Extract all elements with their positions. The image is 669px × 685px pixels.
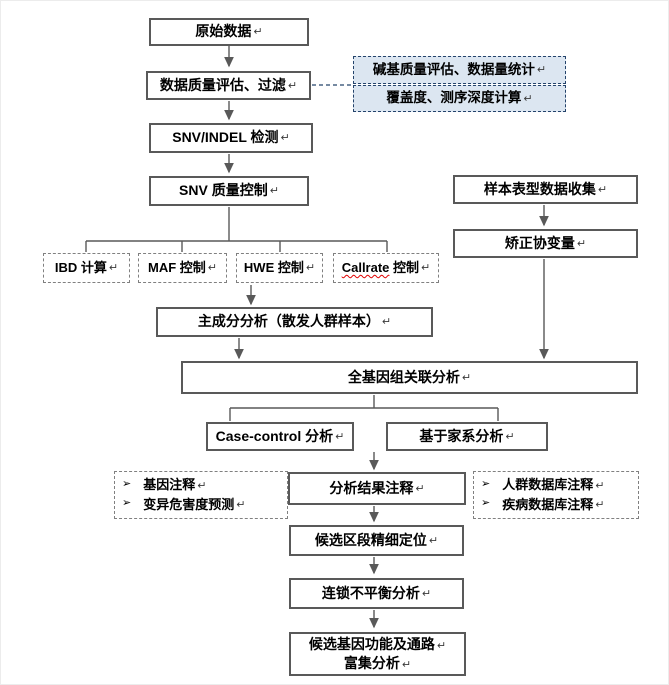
return-mark: ↵ <box>381 315 392 329</box>
node-label: 分析结果注释 <box>329 479 414 496</box>
return-mark: ↵ <box>287 78 298 92</box>
node-case-control: Case-control 分析↵ <box>206 422 354 451</box>
node-label: 全基因组关联分析 <box>347 368 460 385</box>
return-mark: ↵ <box>197 478 207 492</box>
node-label-misspelled: Callrate <box>341 259 390 275</box>
return-mark: ↵ <box>428 533 439 547</box>
node-snv-indel-detection: SNV/INDEL 检测↵ <box>149 123 313 153</box>
node-label: 碱基质量评估、数据量统计 <box>372 61 535 77</box>
node-label: 主成分分析（散发人群样本） <box>197 313 380 330</box>
node-label: 矫正协变量 <box>504 234 575 251</box>
node-gwas: 全基因组关联分析↵ <box>181 361 638 394</box>
node-label: HWE 控制 <box>243 259 304 275</box>
node-ld-analysis: 连锁不平衡分析↵ <box>289 578 464 609</box>
note-base-quality: 碱基质量评估、数据量统计↵ <box>353 56 566 84</box>
list-item: ➢ 基因注释↵ <box>122 477 206 493</box>
node-label: 原始数据 <box>195 23 252 40</box>
return-mark: ↵ <box>461 370 472 384</box>
return-mark: ↵ <box>536 63 547 77</box>
node-label: 候选区段精细定位 <box>314 531 427 548</box>
node-callrate: Callrate 控制↵ <box>333 253 439 283</box>
node-label: 变异危害度预测 <box>143 496 235 512</box>
node-label: SNV 质量控制 <box>179 182 268 199</box>
node-label: 人群数据库注释 <box>502 477 594 493</box>
return-mark: ↵ <box>505 429 515 443</box>
node-enrichment: 候选基因功能及通路↵ 富集分析↵ <box>289 632 466 676</box>
node-label-line1: 候选基因功能及通路↵ <box>308 636 447 653</box>
node-label: 控制 <box>389 259 420 275</box>
return-mark: ↵ <box>108 261 119 275</box>
list-item: ➢ 人群数据库注释↵ <box>481 477 604 493</box>
note-coverage-depth: 覆盖度、测序深度计算↵ <box>353 85 566 112</box>
node-result-annotation: 分析结果注释↵ <box>288 472 466 505</box>
return-mark: ↵ <box>401 658 412 671</box>
node-label: 样本表型数据收集 <box>483 180 596 197</box>
node-pca: 主成分分析（散发人群样本）↵ <box>156 307 433 337</box>
return-mark: ↵ <box>236 497 246 511</box>
return-mark: ↵ <box>415 481 425 495</box>
node-fine-mapping: 候选区段精细定位↵ <box>289 525 464 556</box>
node-covariate-correction: 矫正协变量↵ <box>453 229 638 258</box>
return-mark: ↵ <box>335 429 345 443</box>
return-mark: ↵ <box>269 184 279 198</box>
list-item: ➢ 变异危害度预测↵ <box>122 497 245 513</box>
return-mark: ↵ <box>595 497 605 511</box>
node-data-qc-filter: 数据质量评估、过滤↵ <box>146 71 311 100</box>
return-mark: ↵ <box>421 586 432 600</box>
node-snv-qc: SNV 质量控制↵ <box>149 176 309 206</box>
arrow-bullet-icon: ➢ <box>122 477 132 490</box>
node-label: 数据质量评估、过滤 <box>159 76 286 93</box>
return-mark: ↵ <box>595 478 605 492</box>
node-label: 覆盖度、测序深度计算 <box>386 90 522 106</box>
node-maf: MAF 控制↵ <box>138 253 227 283</box>
node-label: Case-control 分析 <box>215 427 334 444</box>
return-mark: ↵ <box>253 25 263 39</box>
node-hwe: HWE 控制↵ <box>236 253 323 283</box>
node-label: SNV/INDEL 检测 <box>172 129 279 146</box>
node-label: MAF 控制 <box>148 259 206 275</box>
node-label-line2: 富集分析↵ <box>343 655 412 671</box>
return-mark: ↵ <box>207 261 217 275</box>
return-mark: ↵ <box>597 182 608 196</box>
arrow-bullet-icon: ➢ <box>481 496 491 509</box>
node-sample-phenotype: 样本表型数据收集↵ <box>453 175 638 204</box>
arrow-bullet-icon: ➢ <box>481 477 491 490</box>
arrow-bullet-icon: ➢ <box>122 496 132 509</box>
node-label: IBD 计算 <box>54 259 107 275</box>
node-label: 疾病数据库注释 <box>502 496 594 512</box>
return-mark: ↵ <box>280 131 290 145</box>
node-family-based: 基于家系分析↵ <box>386 422 548 451</box>
list-item: ➢ 疾病数据库注释↵ <box>481 497 604 513</box>
return-mark: ↵ <box>576 236 587 250</box>
node-raw-data: 原始数据↵ <box>149 18 309 46</box>
return-mark: ↵ <box>523 91 533 105</box>
node-ibd: IBD 计算↵ <box>43 253 130 283</box>
node-label: 连锁不平衡分析 <box>321 584 420 601</box>
return-mark: ↵ <box>436 639 447 653</box>
note-annotation-right: ➢ 人群数据库注释↵ ➢ 疾病数据库注释↵ <box>473 471 639 519</box>
node-label: 基因注释 <box>143 477 196 493</box>
return-mark: ↵ <box>305 261 316 275</box>
node-label: 基于家系分析 <box>419 427 504 444</box>
return-mark: ↵ <box>421 261 431 275</box>
note-annotation-left: ➢ 基因注释↵ ➢ 变异危害度预测↵ <box>114 471 288 519</box>
